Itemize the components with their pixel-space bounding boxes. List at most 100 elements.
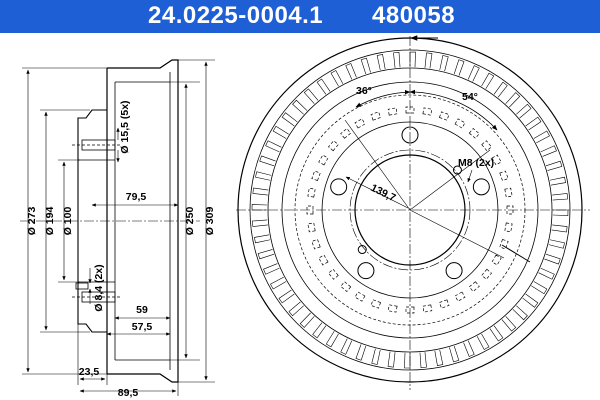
right-arrow xyxy=(501,244,531,263)
part-number: 24.0225-0004.1 xyxy=(148,2,324,29)
cooling-fin xyxy=(516,103,532,119)
vent-mark xyxy=(387,304,398,313)
cooling-fin xyxy=(340,338,353,355)
bolt-holes xyxy=(330,126,490,280)
cooling-fin xyxy=(505,92,521,108)
reference-number: 480058 xyxy=(372,2,456,29)
svg-text:Ø 15,5 (5x): Ø 15,5 (5x) xyxy=(119,100,131,153)
vent-mark xyxy=(422,107,433,116)
dim-23-5: 23,5 xyxy=(77,324,108,385)
bolt-hole xyxy=(330,178,348,196)
vent-mark xyxy=(370,111,382,121)
vent-mark xyxy=(354,118,366,129)
cooling-fin xyxy=(288,301,304,317)
vent-mark xyxy=(340,128,352,139)
cooling-fin xyxy=(263,263,280,275)
cooling-fin xyxy=(439,55,449,72)
vent-mark xyxy=(307,187,316,198)
cooling-fin xyxy=(552,193,568,201)
vent-mark xyxy=(328,268,339,280)
svg-text:Ø 8,4 (2x): Ø 8,4 (2x) xyxy=(93,264,105,311)
vent-mark xyxy=(311,238,321,250)
dim-d250: Ø 250 xyxy=(170,81,200,361)
cooling-fin xyxy=(325,331,339,348)
vent-mark xyxy=(354,291,366,302)
cooling-fin xyxy=(551,224,568,233)
cooling-fin xyxy=(453,59,465,76)
cooling-fin xyxy=(522,293,539,308)
vent-mark xyxy=(481,140,492,152)
cooling-fin xyxy=(252,219,268,227)
bolt-hole xyxy=(357,262,375,280)
dim-59: 59 xyxy=(114,304,171,320)
cooling-fin xyxy=(493,81,508,98)
cooling-fin xyxy=(404,352,411,369)
vent-mark xyxy=(468,128,480,139)
cooling-fin xyxy=(252,187,269,196)
svg-text:Ø 100: Ø 100 xyxy=(62,207,74,236)
cooling-fin xyxy=(489,325,504,342)
vent-mark xyxy=(504,187,513,198)
bolt-hole xyxy=(445,262,463,280)
vent-mark xyxy=(481,268,492,280)
threaded-hole xyxy=(357,245,367,255)
cooling-fin xyxy=(259,155,276,167)
header-bar: 24.0225-0004.1 480058 xyxy=(0,0,600,33)
cooling-fin xyxy=(371,348,381,365)
cooling-fin xyxy=(387,351,396,368)
vent-mark xyxy=(370,299,382,309)
cooling-fin xyxy=(360,57,371,75)
cooling-fin xyxy=(512,305,528,321)
cooling-fin xyxy=(549,176,566,186)
cooling-fin xyxy=(552,209,569,216)
cooling-fin xyxy=(476,333,490,350)
vent-mark xyxy=(438,111,450,121)
dim-89-5: 89,5 xyxy=(79,382,179,399)
cooling-fin xyxy=(278,289,295,304)
cooling-fin xyxy=(270,276,287,290)
cooling-fin xyxy=(424,52,433,69)
cooling-fin xyxy=(257,249,275,260)
dim-small-hole: Ø 8,4 (2x) xyxy=(88,264,105,312)
vent-mark xyxy=(328,140,339,152)
svg-text:57,5: 57,5 xyxy=(132,321,153,333)
svg-text:Ø 309: Ø 309 xyxy=(204,207,216,236)
cooling-fin xyxy=(312,322,327,339)
svg-text:Ø 273: Ø 273 xyxy=(26,207,38,236)
cooling-fin xyxy=(463,340,475,357)
cooling-fin xyxy=(531,281,548,295)
cooling-fin xyxy=(254,234,271,244)
threaded-hole xyxy=(452,165,462,175)
dim-57-5: 57,5 xyxy=(106,321,171,336)
cooling-fin xyxy=(501,316,517,332)
cooling-fin xyxy=(449,345,460,363)
cooling-fin xyxy=(545,160,563,171)
svg-text:79,5: 79,5 xyxy=(126,191,147,203)
cooling-fin xyxy=(303,88,319,104)
cooling-fin xyxy=(525,116,542,131)
vent-mark xyxy=(387,107,398,116)
dim-d194: Ø 194 xyxy=(40,109,90,333)
technical-drawing: Ø 273 Ø 194 Ø 100 Ø 250 Ø 309 xyxy=(20,35,590,399)
vent-mark xyxy=(454,291,466,302)
vent-mark xyxy=(307,222,316,233)
angle-54: 54° xyxy=(462,91,478,103)
cooling-fin xyxy=(434,349,444,366)
svg-text:Ø 250: Ø 250 xyxy=(184,207,196,236)
side-section-view: Ø 273 Ø 194 Ø 100 Ø 250 Ø 309 xyxy=(20,59,216,399)
svg-text:Ø 194: Ø 194 xyxy=(44,207,56,236)
vent-mark xyxy=(454,118,466,129)
bolt-hole xyxy=(472,178,490,196)
vent-mark xyxy=(422,304,433,313)
dim-d309: Ø 309 xyxy=(178,59,216,383)
cooling-fin xyxy=(299,312,315,328)
cooling-fin xyxy=(548,239,565,249)
dim-79-5: 79,5 xyxy=(91,191,179,207)
angle-36: 36° xyxy=(356,85,372,97)
cooling-fin xyxy=(292,99,308,115)
vent-mark xyxy=(311,170,321,182)
cooling-fin xyxy=(538,267,555,280)
vent-mark xyxy=(504,222,513,233)
vent-mark xyxy=(468,281,480,292)
cooling-fin xyxy=(255,171,272,181)
